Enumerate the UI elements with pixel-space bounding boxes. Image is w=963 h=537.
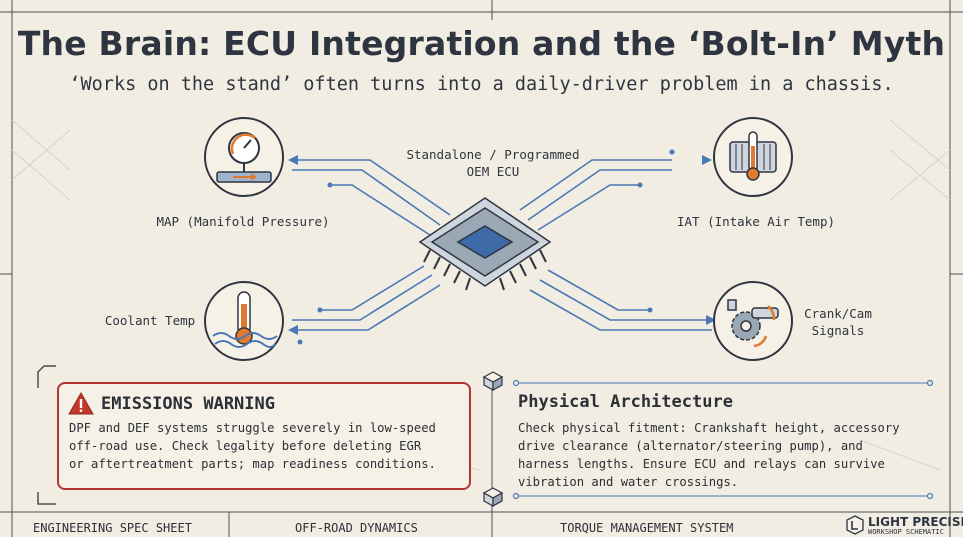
ecu-chip-icon: [418, 197, 552, 291]
arrow-to-coolant: [288, 325, 298, 335]
page-subtitle: ‘Works on the stand’ often turns into a …: [69, 74, 894, 95]
map-sensor-label: MAP (Manifold Pressure): [156, 214, 330, 229]
physical-architecture-text: Check physical fitment: Crankshaft heigh…: [518, 421, 900, 489]
coolant-icon: [204, 281, 284, 361]
cube-icon: [482, 487, 504, 508]
ecu-label: Standalone / Programmed OEM ECU: [406, 147, 580, 179]
coolant-sensor-label: Coolant Temp: [104, 313, 196, 328]
brand-logo-icon: [846, 515, 864, 535]
emissions-warning-text: DPF and DEF systems struggle severely in…: [69, 421, 436, 471]
warning-icon: [68, 392, 94, 415]
crank-cam-icon: [713, 281, 793, 361]
physical-architecture-title: Physical Architecture: [518, 392, 733, 412]
gauge-icon: [204, 117, 284, 197]
brand-name: LIGHT PRECISION: [868, 515, 963, 529]
thermometer-icon: [713, 117, 793, 197]
footer-spec-sheet: ENGINEERING SPEC SHEET: [33, 521, 192, 535]
emissions-warning-box: [57, 382, 471, 490]
brand-tagline: WORKSHOP SCHEMATIC: [868, 528, 944, 536]
arrow-to-iat: [702, 155, 712, 165]
arrow-to-crank: [706, 315, 716, 325]
cube-icon: [482, 371, 504, 392]
emissions-warning-title: EMISSIONS WARNING: [101, 394, 275, 414]
footer-off-road-dynamics: OFF-ROAD DYNAMICS: [295, 521, 418, 535]
page-title: The Brain: ECU Integration and the ‘Bolt…: [17, 24, 946, 63]
crank-cam-sensor-label: Crank/Cam Signals: [804, 306, 872, 338]
arrow-to-map: [288, 155, 298, 165]
footer-torque-management: TORQUE MANAGEMENT SYSTEM: [560, 521, 734, 535]
iat-sensor-label: IAT (Intake Air Temp): [676, 214, 836, 229]
